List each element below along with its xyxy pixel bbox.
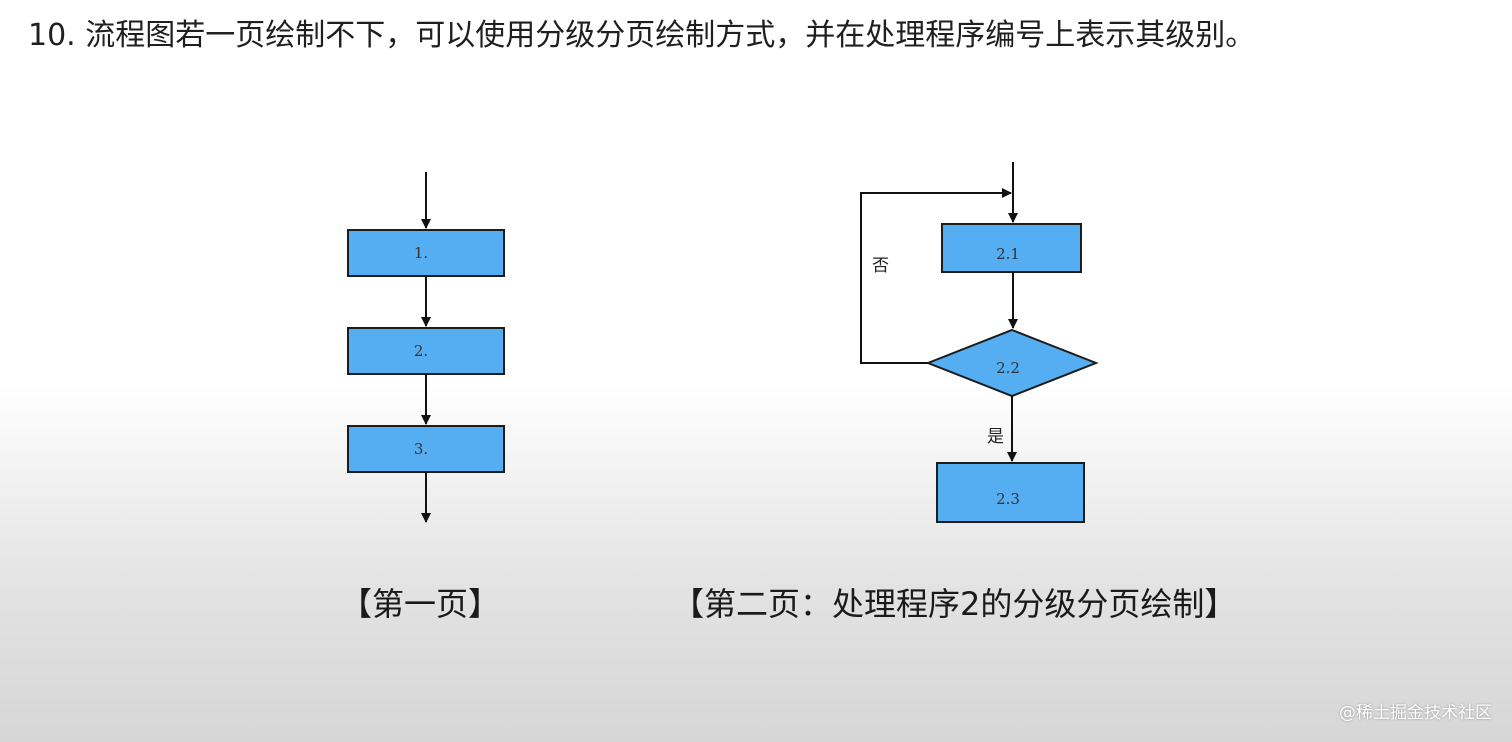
- page1-node-1-label: 1.: [414, 244, 428, 262]
- page1-node-2-label: 2.: [414, 342, 428, 360]
- page2-flowchart: 2.1 2.2 否 是 2.3: [860, 162, 1099, 523]
- page1-caption: 【第一页】: [340, 585, 501, 623]
- watermark: @稀土掘金技术社区: [1339, 703, 1492, 723]
- page2-yes-label: 是: [987, 427, 1004, 447]
- page2-caption: 【第二页：处理程序2的分级分页绘制】: [672, 585, 1237, 623]
- page2-node-2-1: [941, 223, 1082, 273]
- page1-node-1: [347, 229, 505, 277]
- page2-node-2-3: [936, 462, 1085, 523]
- page-heading: 10. 流程图若一页绘制不下，可以使用分级分页绘制方式，并在处理程序编号上表示其…: [28, 18, 1256, 53]
- page2-node-2-3-label: 2.3: [996, 490, 1020, 508]
- page1-node-3: [347, 425, 505, 473]
- page2-decision-2-2-label: 2.2: [996, 359, 1020, 377]
- page1-flowchart: 1. 2. 3.: [347, 172, 505, 523]
- page2-no-label: 否: [872, 256, 889, 276]
- page2-no-loop-line: [860, 188, 1012, 364]
- page1-node-3-label: 3.: [414, 440, 428, 458]
- page2-node-2-1-label: 2.1: [996, 245, 1020, 263]
